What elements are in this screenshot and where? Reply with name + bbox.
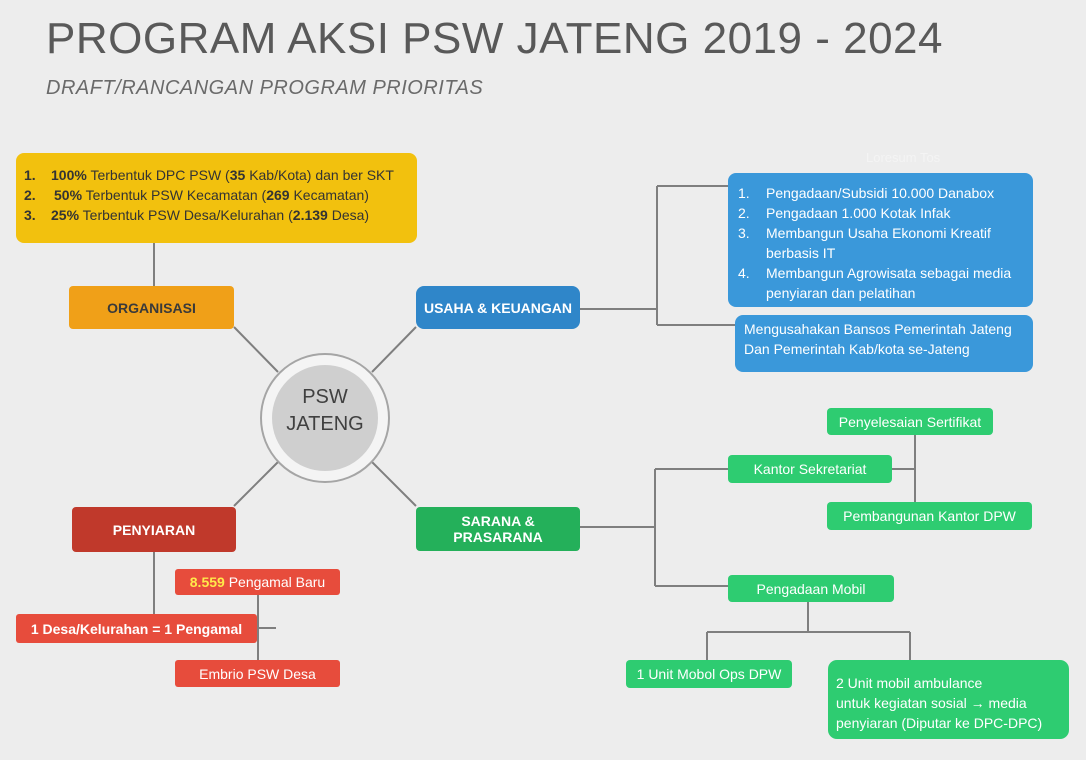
hub-label-line1: PSW — [302, 386, 348, 408]
organisasi-target-item: 3. 25% Terbentuk PSW Desa/Kelurahan (2.1… — [24, 207, 370, 223]
pengamal-baru-node: 8.559 Pengamal Baru — [175, 569, 340, 595]
pembangunan-kantor-node: Pembangunan Kantor DPW — [827, 502, 1032, 530]
hub-label-line2: JATENG — [286, 413, 364, 435]
hub-label: PSW JATENG — [275, 384, 375, 438]
usaha-keuangan-node: USAHA & KEUANGAN — [416, 286, 580, 329]
ambulance-node: 2 Unit mobil ambulance untuk kegiatan so… — [828, 660, 1069, 739]
ambulance-line1: 2 Unit mobil ambulance — [836, 675, 983, 691]
desa-pengamal-node: 1 Desa/Kelurahan = 1 Pengamal — [16, 614, 257, 643]
bansos-box: Mengusahakan Bansos Pemerintah Jateng Da… — [735, 315, 1033, 372]
page-title: PROGRAM AKSI PSW JATENG 2019 - 2024 — [46, 14, 943, 63]
sertifikat-node: Penyelesaian Sertifikat — [827, 408, 993, 435]
organisasi-node: ORGANISASI — [69, 286, 234, 329]
usaha-program-item: 2.Pengadaan 1.000 Kotak Infak — [738, 205, 951, 221]
arrow-right-icon: → — [970, 695, 985, 711]
mobil-ops-node: 1 Unit Mobol Ops DPW — [626, 660, 792, 688]
pengadaan-mobil-node: Pengadaan Mobil — [728, 575, 894, 602]
usaha-program-item: 3.Membangun Usaha Ekonomi Kreatif berbas… — [738, 225, 991, 261]
penyiaran-node: PENYIARAN — [72, 507, 236, 552]
organisasi-target-item: 1. 100% Terbentuk DPC PSW (35 Kab/Kota) … — [24, 167, 394, 183]
page-subtitle: DRAFT/RANCANGAN PROGRAM PRIORITAS — [46, 77, 484, 99]
organisasi-target-item: 2. 50% Terbentuk PSW Kecamatan (269 Keca… — [24, 187, 369, 203]
pengamal-text: Pengamal Baru — [228, 574, 326, 590]
organisasi-targets-box: 1. 100% Terbentuk DPC PSW (35 Kab/Kota) … — [16, 153, 417, 243]
embrio-psw-node: Embrio PSW Desa — [175, 660, 340, 687]
ghost-watermark-text: Loresum Tos — [866, 150, 941, 165]
usaha-program-item: 1.Pengadaan/Subsidi 10.000 Danabox — [738, 185, 995, 201]
hub-inner-circle — [272, 365, 378, 471]
ambulance-line2: untuk kegiatan sosial → media — [836, 695, 1027, 711]
sarana-prasarana-node: SARANA & PRASARANA — [416, 507, 580, 551]
pengamal-count: 8.559 — [189, 574, 225, 590]
usaha-program-item: 4.Membangun Agrowisata sebagai media pen… — [738, 265, 1012, 301]
ambulance-line3: penyiaran (Diputar ke DPC-DPC) — [836, 715, 1043, 731]
usaha-programs-box: 1.Pengadaan/Subsidi 10.000 Danabox 2.Pen… — [728, 173, 1033, 307]
kantor-sekretariat-node: Kantor Sekretariat — [728, 455, 892, 483]
